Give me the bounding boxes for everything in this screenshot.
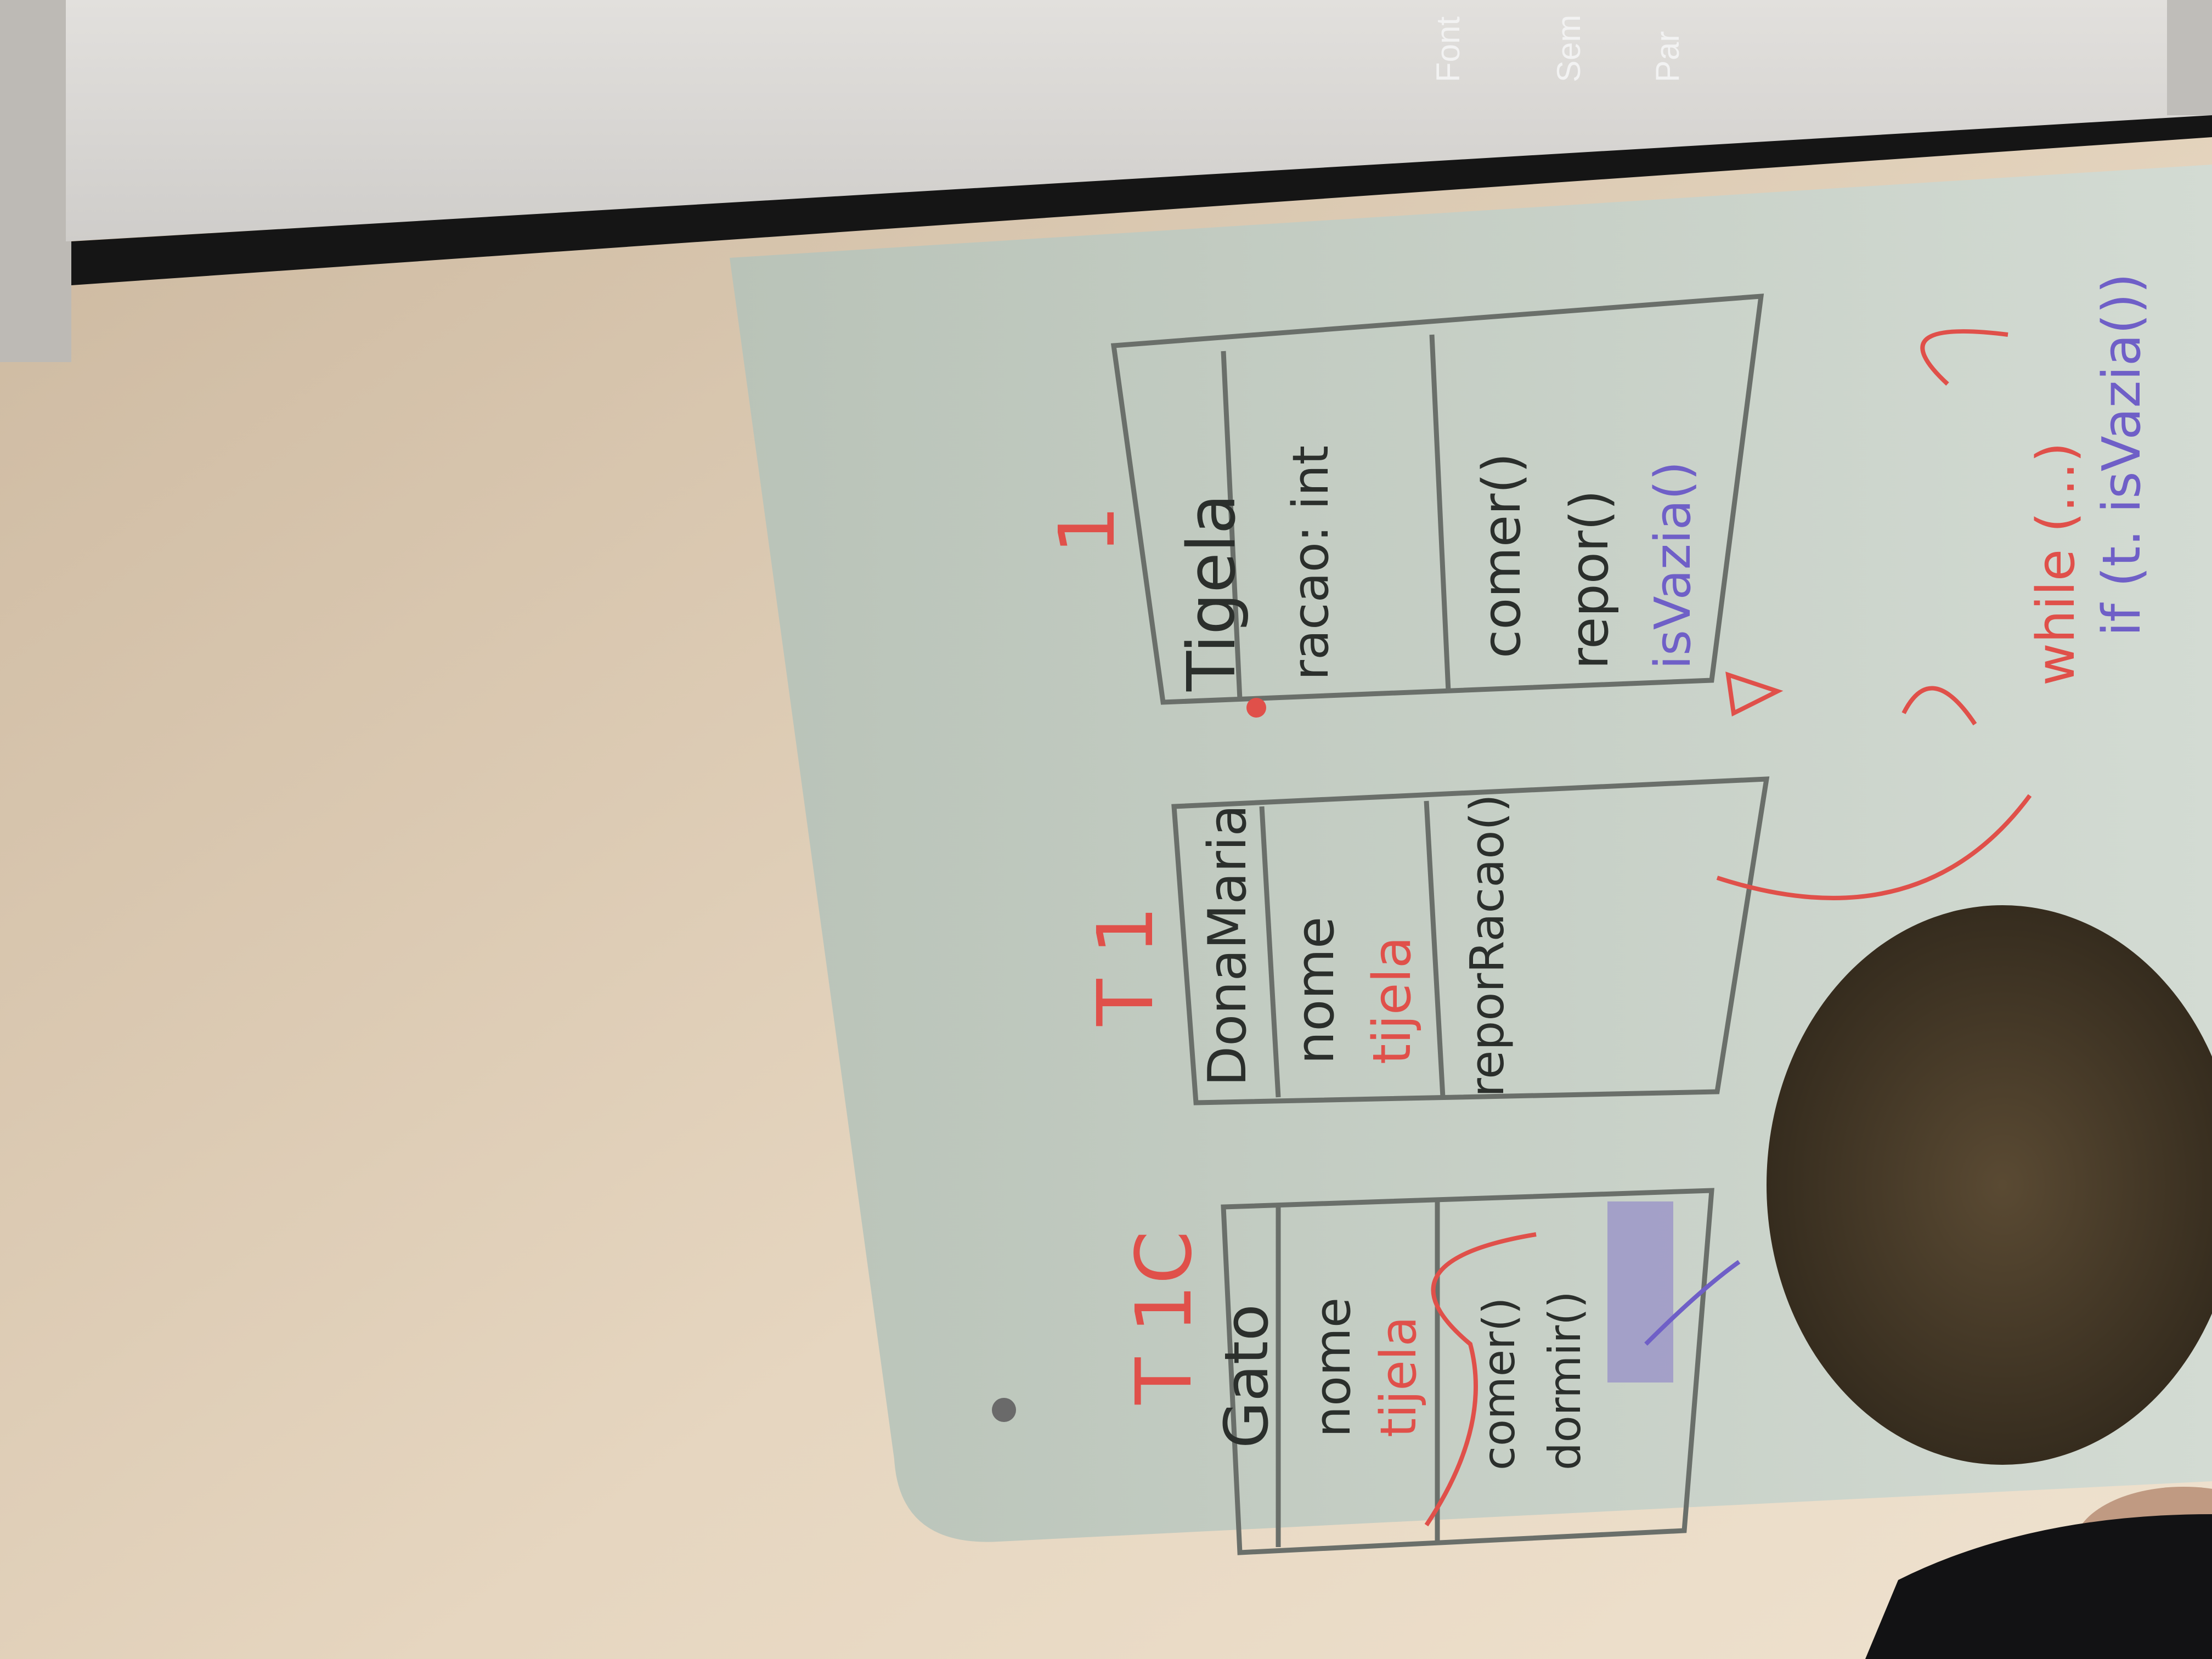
class-title: Gato bbox=[1211, 1304, 1282, 1448]
slide-text-line: Par bbox=[1649, 31, 1686, 82]
method: comer() bbox=[1474, 1297, 1525, 1470]
method: reporRacao() bbox=[1460, 794, 1515, 1097]
method: isVazia() bbox=[1644, 461, 1702, 669]
loop-notes: while (...) if (t. isVazia()) bbox=[1901, 273, 2152, 726]
attribute: tijela bbox=[1370, 1316, 1427, 1437]
attribute: nome bbox=[1285, 917, 1346, 1064]
slide-text-line: Sem bbox=[1550, 15, 1587, 82]
slide-text-line: Font bbox=[1430, 16, 1466, 82]
class-title: DonaMaria bbox=[1198, 804, 1258, 1086]
attribute: racao: int bbox=[1282, 445, 1340, 680]
uml-class-donamaria: T 1 DonaMaria nome tijela reporRacao() bbox=[1081, 776, 2032, 1105]
person-head bbox=[1767, 905, 2212, 1659]
uml-class-gato: T 1C Gato nome tijela comer() dormir() bbox=[1120, 1188, 1714, 1555]
thread-label: T 1 bbox=[1081, 906, 1171, 1026]
note-line: while (...) bbox=[2026, 442, 2086, 686]
method: dormir() bbox=[1539, 1291, 1590, 1470]
attribute: tijela bbox=[1362, 936, 1423, 1064]
class-diagram: T 1C Gato nome tijela comer() dormir() T… bbox=[1043, 273, 2152, 1555]
method: comer() bbox=[1472, 453, 1532, 658]
projector-screen bbox=[0, 0, 2212, 362]
thread-label: 1 bbox=[1043, 505, 1132, 554]
note-line: if (t. isVazia()) bbox=[2092, 273, 2152, 636]
class-title: Tigela bbox=[1174, 494, 1250, 692]
slide-text-block: Font Sem Par bbox=[1430, 15, 1686, 82]
thread-label: T 1C bbox=[1120, 1231, 1209, 1405]
uml-class-tigela: 1 Tigela racao: int comer() repor() isVa… bbox=[1043, 294, 1784, 718]
board-magnet bbox=[992, 1398, 1016, 1422]
attribute: nome bbox=[1304, 1297, 1362, 1437]
method: repor() bbox=[1560, 490, 1620, 669]
